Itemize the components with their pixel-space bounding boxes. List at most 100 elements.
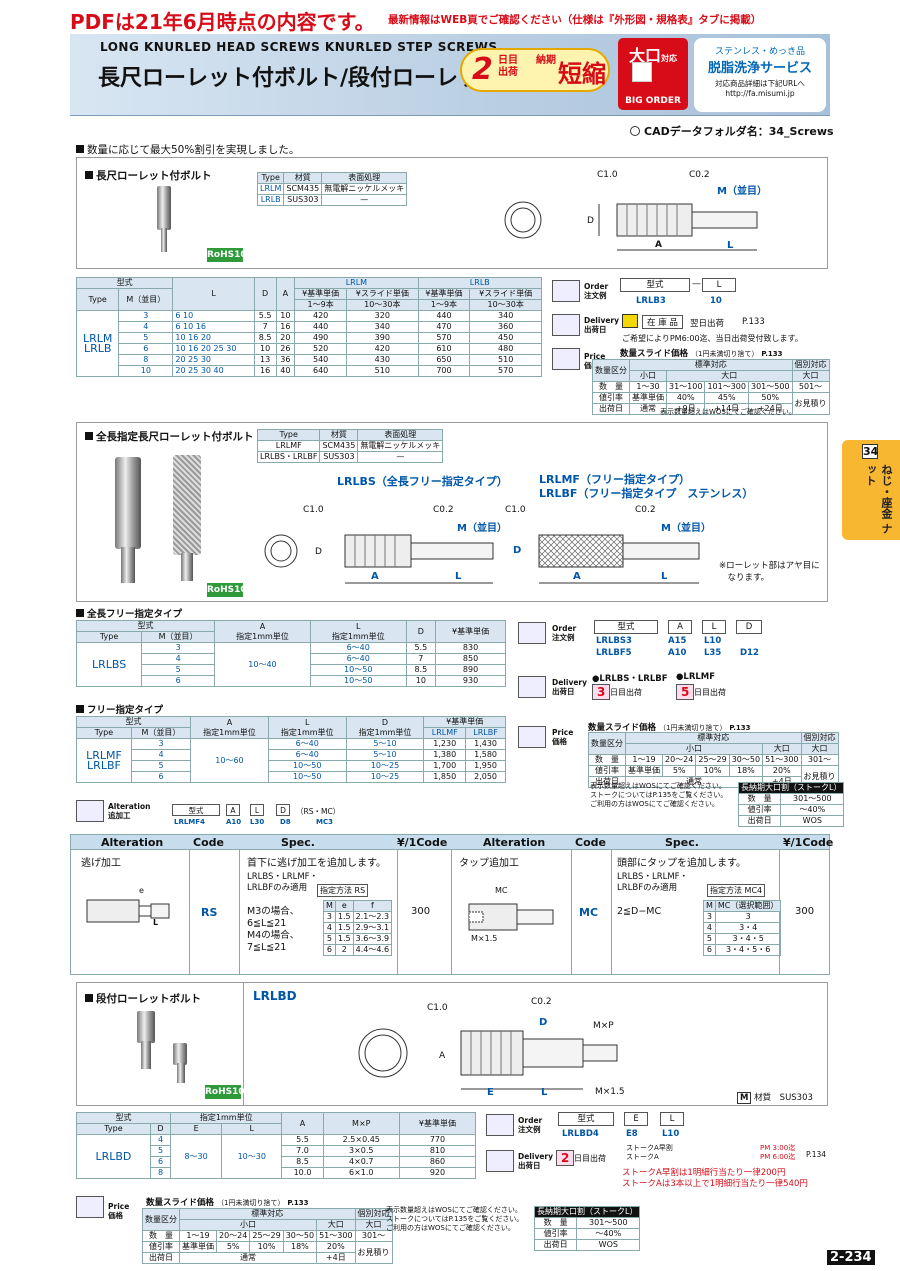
category-side-tab[interactable]: 34 ねじ・座金 ナット [842,440,900,540]
table-cell: 20〜24 [661,754,697,766]
svc-top: ステンレス・めっき品 [714,47,805,57]
table-cell: 7.0 [281,1145,324,1157]
table-cell: 基準単価 [179,1241,217,1253]
table-cell: 10% [695,765,730,777]
th: LRLMF [423,727,467,739]
table-cell: 31〜100 [665,381,706,393]
mc-method: 指定方法 MC4 [707,884,766,897]
th: L 指定1mm単位 [267,716,347,739]
th: M [323,900,336,912]
table-cell: 1〜19 [179,1230,217,1242]
page-ref: P.134 [806,1150,827,1159]
table-cell: 数 量 [592,381,630,393]
mat-hdr-surface: 表面処理 [321,172,408,184]
dim-m: M（並目） [457,523,507,534]
wrench-icon [76,800,104,822]
th: 個別対応 [800,732,839,744]
slide-price-title: 数量スライド価格 （1円未満切り捨て） P.133 [620,349,783,359]
table-cell: 8.5 [253,332,277,344]
table-cell: 10〜50 [267,760,347,772]
table-cell: 810 [398,1145,477,1157]
table-cell: 860 [398,1156,477,1168]
slide-notes-2: 表示数量超えはWOSにてご確認ください。ストークについてはP.135をご覧くださ… [590,782,728,808]
dimension-drawing-1 [504,201,758,251]
table-cell: 3・4・5・6 [714,944,782,956]
table-cell: 4 [323,922,336,934]
dim-c1: C1.0 [597,170,618,180]
dim-l: L [727,240,734,251]
pm-note: ご希望によりPM6:00迄、当日出荷受付致します。 [622,334,803,343]
slide-note: 表示数量超えはWOSにてご確認ください。 [660,408,796,416]
alt-ex-val: A10 [226,818,242,826]
slide-notes-3: 表示数量超えはWOSにてご確認ください。ストークについてはP.135をご覧くださ… [386,1206,524,1232]
dim-m15: M×1.5 [595,1087,625,1097]
table-cell: 570 [469,365,542,377]
table-cell: 10 [405,675,437,687]
table-cell: 20% [316,1241,356,1253]
table-cell: 50% [748,392,793,404]
table-cell: 4 [130,749,192,761]
photo-head-plain [115,457,141,549]
table-cell: 13 [253,354,277,366]
svc-note: 対応商品詳細は下記URLへ [715,79,805,88]
short-label-noki: 納期 [536,55,556,66]
mat-cell: SUS303 [283,194,323,206]
dim-m: M（並目） [717,186,767,197]
big-order-top: 大口対応 [628,46,677,65]
table-cell: 数 量 [142,1230,180,1242]
lrlmf-title: LRLMF（フリー指定タイプ） [539,473,690,486]
table-cell: 5.5 [253,310,277,322]
svc-url[interactable]: http://fa.misumi.jp [725,89,795,98]
alt-ex-field: （RS・MC） [296,807,341,816]
dim-d: D [315,547,322,557]
th: M（並目） [141,631,216,643]
th: 表面処理 [357,429,444,441]
th: 大口 [666,370,793,382]
table-cell: 770 [398,1134,477,1146]
table-cell: 30〜50 [728,754,764,766]
th-base: ¥基準単価 [294,288,348,300]
table-cell: 101〜300 [704,381,749,393]
order-ex: A10 [668,648,687,658]
th-lrlm: LRLM [294,277,419,289]
order-ex: LRLBD4 [562,1129,599,1139]
yen-icon [552,348,580,370]
short-label-day: 日目出荷 [498,55,518,78]
mc-drawing [468,903,554,931]
th-q1: 1〜9本 [294,299,348,311]
discount-note: 数量に応じて最大50%割引を実現しました。 [76,142,299,157]
table-cell: 3・4 [714,922,782,934]
table-cell: 420 [346,343,419,355]
stroke-a-info: ストークA早割ストークA [626,1144,673,1161]
knurl-note: ※ローレット部はアヤ目に なります。 [719,561,820,583]
slide-price-title: 数量スライド価格 （1円未満切り捨て） P.133 [588,723,751,733]
dim-d: D [513,545,522,556]
table-cell: 5 [130,760,192,772]
alteration-header: Alteration Code Spec. ¥/1Code Alteration… [70,834,833,850]
truck-icon [552,314,580,336]
th: 大口 [800,743,839,755]
divider [243,983,244,1105]
th: 小口 [629,370,667,382]
section1-title: 長尺ローレット付ボルト [85,168,212,183]
order-field-l: L [702,278,736,292]
table-cell: 10 [253,343,277,355]
alt-ex-field: 型式 [172,804,220,816]
table-cell: 490 [294,332,348,344]
table-cell: 1,850 [423,771,467,783]
big-order-badge: 大口対応 BIG ORDER [618,38,688,110]
th: L 指定1mm単位 [309,620,407,643]
table-cell: 36 [275,354,296,366]
divider [571,850,572,974]
